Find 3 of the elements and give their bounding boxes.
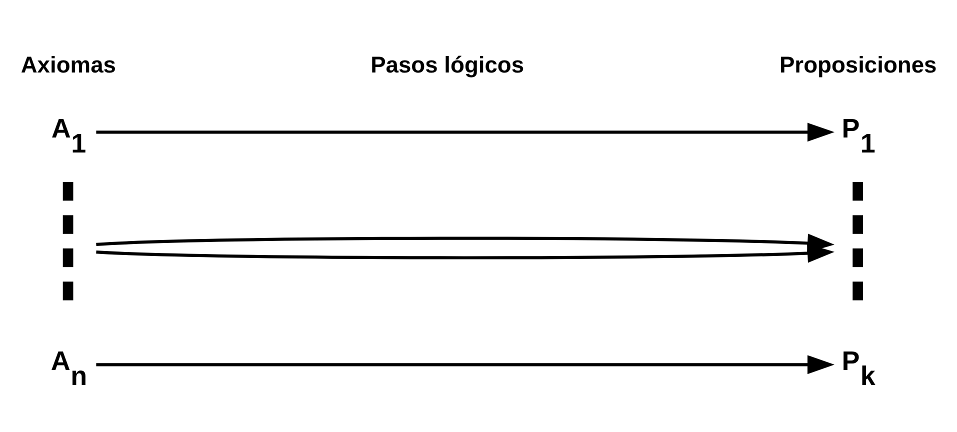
label: Proposiciones [779,51,937,78]
label: Pasos lógicos [370,51,524,78]
label: Axiomas [20,51,116,78]
